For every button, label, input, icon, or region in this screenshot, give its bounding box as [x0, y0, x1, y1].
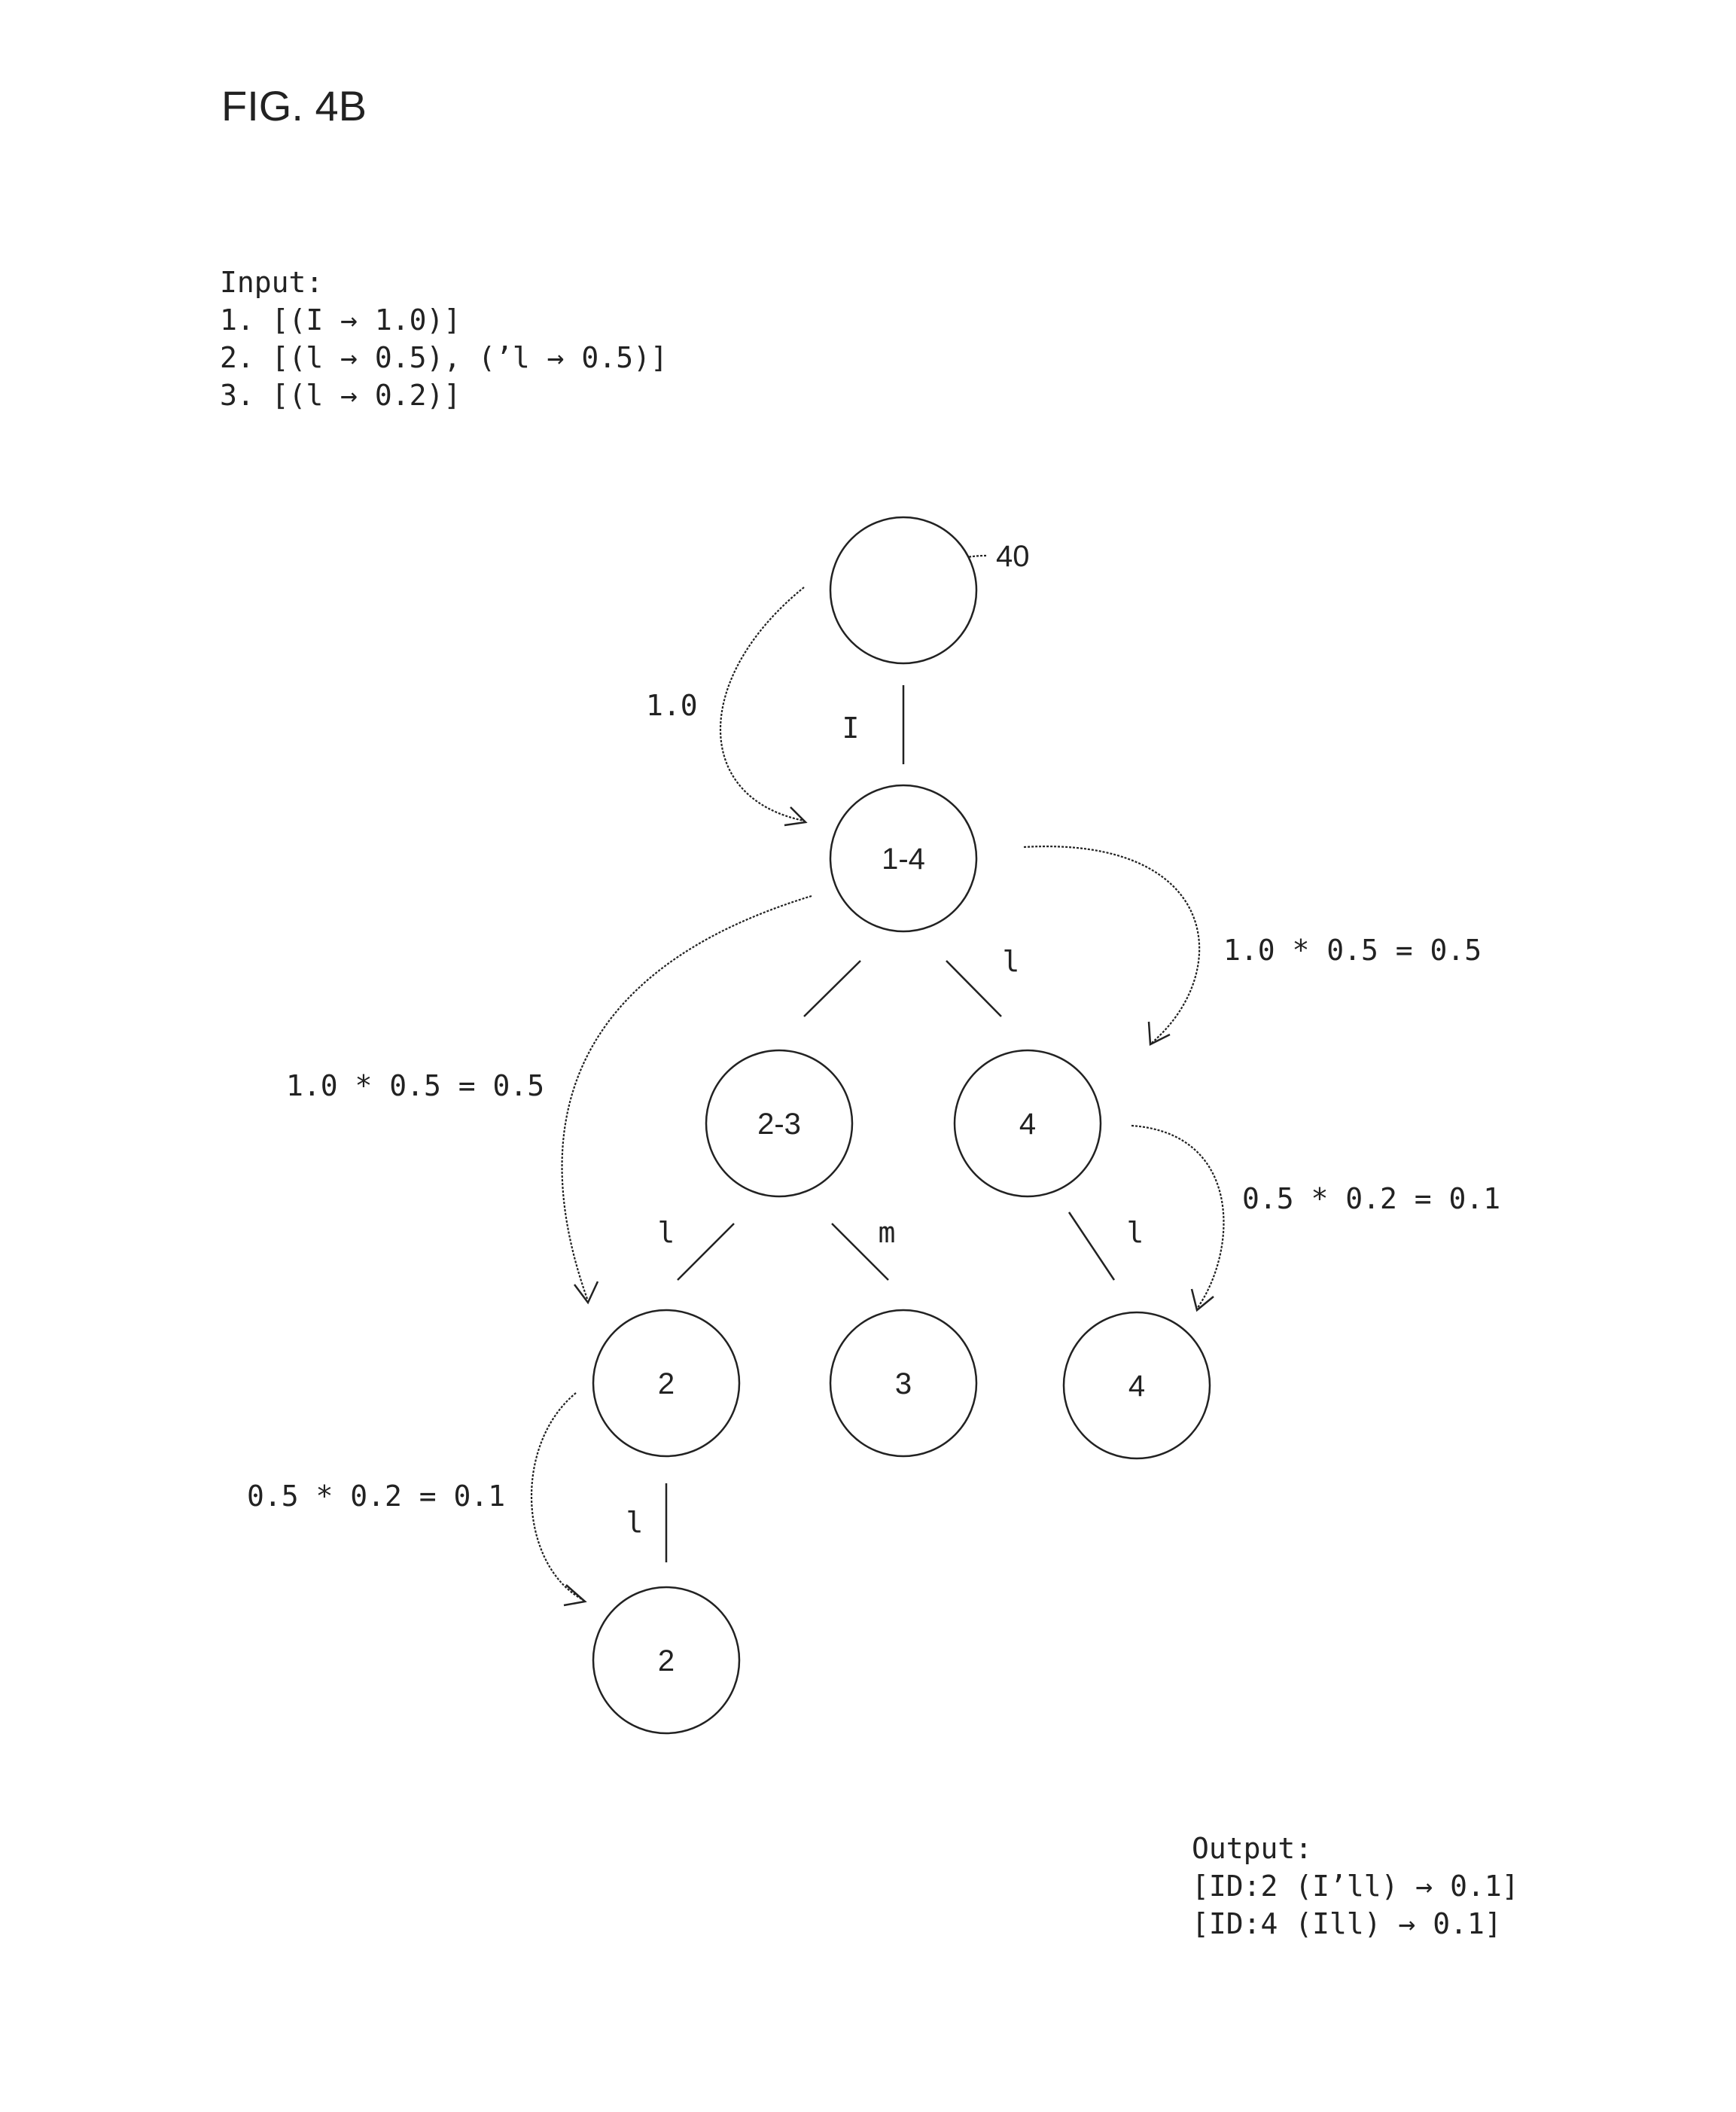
edge-label-l-to-4b: l — [1127, 1216, 1144, 1249]
input-line-2: 2. [(l → 0.5), (’l → 0.5)] — [220, 341, 668, 374]
node-label-1-4: 1-4 — [882, 843, 925, 876]
flow-arrowhead-to-2 — [574, 1282, 598, 1303]
flow-label-root-to-1-4: 1.0 — [646, 689, 698, 722]
tree-node-root — [830, 517, 976, 663]
input-line-3: 3. [(l → 0.2)] — [220, 379, 461, 412]
edge-label-l-to-2b: l — [626, 1506, 644, 1539]
flow-label-to-4b: 0.5 * 0.2 = 0.1 — [1242, 1182, 1500, 1215]
node-label-4b: 4 — [1128, 1370, 1145, 1403]
output-heading: Output: — [1192, 1832, 1312, 1865]
output-line-1: [ID:2 (I’ll) → 0.1] — [1192, 1870, 1519, 1903]
output-block: Output: [ID:2 (I’ll) → 0.1] [ID:4 (Ill) … — [1192, 1832, 1519, 1940]
tree-node-2: 2 — [593, 1310, 739, 1456]
node-label-2b: 2 — [658, 1644, 675, 1678]
tree-node-1-4: 1-4 — [830, 785, 976, 931]
node-label-2: 2 — [658, 1367, 675, 1400]
edge-label-m-to-3: m — [879, 1216, 896, 1249]
flow-label-to-2b: 0.5 * 0.2 = 0.1 — [247, 1480, 505, 1513]
flow-arrow-to-4b — [1131, 1126, 1223, 1309]
tree-node-2b: 2 — [593, 1587, 739, 1733]
node-label-4: 4 — [1019, 1108, 1036, 1141]
output-line-2: [ID:4 (Ill) → 0.1] — [1192, 1907, 1502, 1940]
input-block: Input: 1. [(I → 1.0)] 2. [(l → 0.5), (’l… — [220, 266, 668, 412]
flow-arrow-root-to-1-4 — [720, 587, 804, 821]
tree-node-2-3: 2-3 — [706, 1050, 852, 1196]
edge-2-3-to-2 — [678, 1224, 734, 1280]
edge-1-4-to-2-3 — [804, 961, 860, 1016]
flow-arrow-to-4 — [1024, 846, 1199, 1043]
flow-label-to-2: 1.0 * 0.5 = 0.5 — [286, 1069, 544, 1102]
flow-arrow-to-2b — [531, 1393, 583, 1600]
edge-label-I: I — [842, 712, 860, 745]
edge-4-to-4 — [1069, 1212, 1114, 1280]
edge-label-l-to-4: l — [1003, 945, 1020, 978]
tree-node-4b: 4 — [1064, 1312, 1210, 1458]
tree-node-3: 3 — [830, 1310, 976, 1456]
reference-numeral-40: 40 — [996, 540, 1030, 573]
input-line-1: 1. [(I → 1.0)] — [220, 303, 461, 337]
edge-label-l-to-2: l — [658, 1216, 675, 1249]
flow-arrowhead-to-4 — [1149, 1022, 1170, 1044]
edge-1-4-to-4 — [946, 961, 1001, 1016]
flow-label-to-4: 1.0 * 0.5 = 0.5 — [1223, 934, 1482, 967]
figure-title: FIG. 4B — [221, 82, 367, 130]
input-heading: Input: — [220, 266, 323, 299]
node-label-3: 3 — [895, 1367, 912, 1400]
tree-node-4: 4 — [955, 1050, 1101, 1196]
node-label-2-3: 2-3 — [757, 1108, 801, 1141]
